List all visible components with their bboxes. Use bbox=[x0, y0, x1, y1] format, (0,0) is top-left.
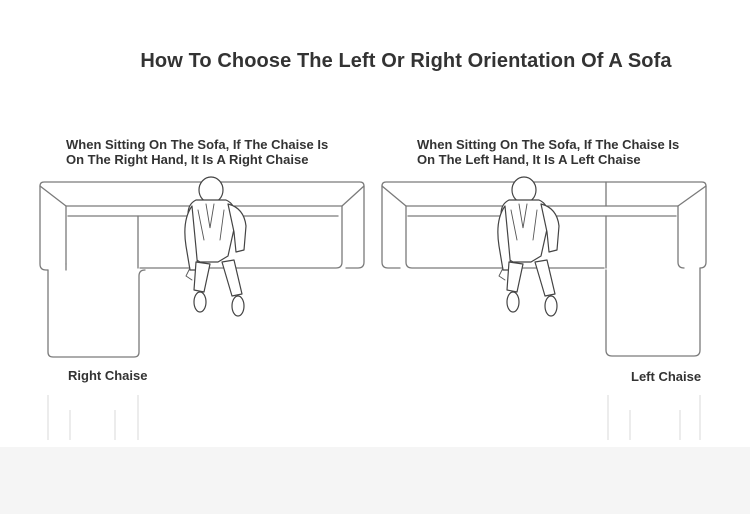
left-person-figure bbox=[184, 176, 247, 317]
page-title: How To Choose The Left Or Right Orientat… bbox=[140, 50, 672, 72]
left-sofa-reflection bbox=[47, 395, 139, 440]
left-panel-caption: When Sitting On The Sofa, If The Chaise … bbox=[66, 137, 329, 167]
right-sofa-reflection bbox=[607, 395, 701, 440]
right-chaise-label: Right Chaise bbox=[68, 368, 148, 383]
footer-band bbox=[0, 447, 750, 514]
right-panel-caption: When Sitting On The Sofa, If The Chaise … bbox=[417, 137, 680, 167]
right-person-figure bbox=[497, 176, 560, 317]
left-chaise-label: Left Chaise bbox=[631, 369, 702, 384]
